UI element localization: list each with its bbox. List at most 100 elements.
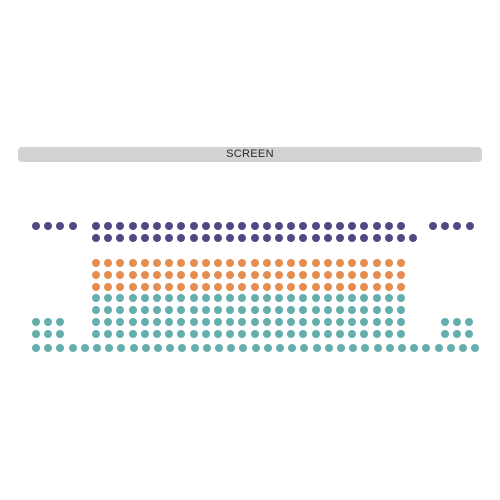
seat[interactable] xyxy=(372,330,381,338)
seat[interactable] xyxy=(287,234,296,242)
seat[interactable] xyxy=(324,344,333,352)
seat[interactable] xyxy=(311,306,320,314)
seat[interactable] xyxy=(189,318,198,326)
seat[interactable] xyxy=(336,318,344,326)
seat[interactable] xyxy=(287,222,296,230)
seat[interactable] xyxy=(299,330,308,338)
seat[interactable] xyxy=(189,271,198,279)
seat[interactable] xyxy=(128,294,137,302)
seat[interactable] xyxy=(177,330,186,338)
seat[interactable] xyxy=(92,222,100,230)
seat[interactable] xyxy=(312,344,321,352)
seat[interactable] xyxy=(153,330,161,338)
seat[interactable] xyxy=(262,306,271,314)
seat[interactable] xyxy=(116,318,125,326)
seat[interactable] xyxy=(384,271,393,279)
seat[interactable] xyxy=(397,271,405,279)
seat[interactable] xyxy=(153,222,161,230)
seat[interactable] xyxy=(104,283,113,291)
seat[interactable] xyxy=(93,344,101,352)
seat[interactable] xyxy=(201,283,210,291)
seat[interactable] xyxy=(104,294,113,302)
seat[interactable] xyxy=(250,294,259,302)
seat[interactable] xyxy=(215,344,223,352)
seat[interactable] xyxy=(323,259,332,267)
seat[interactable] xyxy=(189,283,198,291)
seat[interactable] xyxy=(275,330,283,338)
seat[interactable] xyxy=(238,283,247,291)
seat[interactable] xyxy=(360,318,369,326)
seat[interactable] xyxy=(251,344,260,352)
seat[interactable] xyxy=(128,234,137,242)
seat[interactable] xyxy=(275,283,283,291)
seat[interactable] xyxy=(202,344,211,352)
seat[interactable] xyxy=(360,271,369,279)
seat[interactable] xyxy=(384,318,393,326)
seat[interactable] xyxy=(104,259,113,267)
seat[interactable] xyxy=(300,344,309,352)
seat[interactable] xyxy=(238,318,247,326)
seat[interactable] xyxy=(68,222,77,230)
seat[interactable] xyxy=(177,234,186,242)
seat[interactable] xyxy=(201,318,210,326)
seat[interactable] xyxy=(465,330,474,338)
seat[interactable] xyxy=(92,259,100,267)
seat[interactable] xyxy=(441,330,449,338)
seat[interactable] xyxy=(446,344,455,352)
seat[interactable] xyxy=(32,318,40,326)
seat[interactable] xyxy=(372,234,381,242)
seat[interactable] xyxy=(165,318,174,326)
seat[interactable] xyxy=(384,294,393,302)
seat[interactable] xyxy=(385,344,394,352)
seat[interactable] xyxy=(323,306,332,314)
seat[interactable] xyxy=(275,294,283,302)
seat[interactable] xyxy=(323,234,332,242)
seat[interactable] xyxy=(80,344,89,352)
seat[interactable] xyxy=(116,294,125,302)
seat[interactable] xyxy=(104,271,113,279)
seat[interactable] xyxy=(56,222,65,230)
seat[interactable] xyxy=(238,306,247,314)
seat[interactable] xyxy=(214,259,222,267)
seat[interactable] xyxy=(299,271,308,279)
seat[interactable] xyxy=(275,234,283,242)
seat[interactable] xyxy=(153,271,161,279)
seat[interactable] xyxy=(92,271,100,279)
seat[interactable] xyxy=(263,344,272,352)
seat[interactable] xyxy=(397,294,405,302)
seat[interactable] xyxy=(453,222,462,230)
seat[interactable] xyxy=(201,271,210,279)
seat[interactable] xyxy=(299,318,308,326)
seat[interactable] xyxy=(441,318,449,326)
seat[interactable] xyxy=(250,318,259,326)
seat[interactable] xyxy=(275,306,283,314)
seat[interactable] xyxy=(214,330,222,338)
seat[interactable] xyxy=(384,306,393,314)
seat[interactable] xyxy=(116,259,125,267)
seat[interactable] xyxy=(336,283,344,291)
seat[interactable] xyxy=(311,330,320,338)
seat[interactable] xyxy=(56,318,65,326)
seat[interactable] xyxy=(372,283,381,291)
seat[interactable] xyxy=(177,283,186,291)
seat[interactable] xyxy=(441,222,450,230)
seat[interactable] xyxy=(275,259,283,267)
seat[interactable] xyxy=(360,330,369,338)
seat[interactable] xyxy=(360,234,369,242)
seat[interactable] xyxy=(299,283,308,291)
seat[interactable] xyxy=(116,330,125,338)
seat[interactable] xyxy=(214,271,222,279)
seat[interactable] xyxy=(44,344,53,352)
seat[interactable] xyxy=(92,318,100,326)
seat[interactable] xyxy=(372,306,381,314)
seat[interactable] xyxy=(201,330,210,338)
seat[interactable] xyxy=(68,344,77,352)
seat[interactable] xyxy=(56,330,65,338)
seat[interactable] xyxy=(323,283,332,291)
seat[interactable] xyxy=(323,222,332,230)
seat[interactable] xyxy=(140,318,149,326)
seat[interactable] xyxy=(336,259,344,267)
seat[interactable] xyxy=(384,222,393,230)
seat[interactable] xyxy=(287,318,296,326)
seat[interactable] xyxy=(201,294,210,302)
